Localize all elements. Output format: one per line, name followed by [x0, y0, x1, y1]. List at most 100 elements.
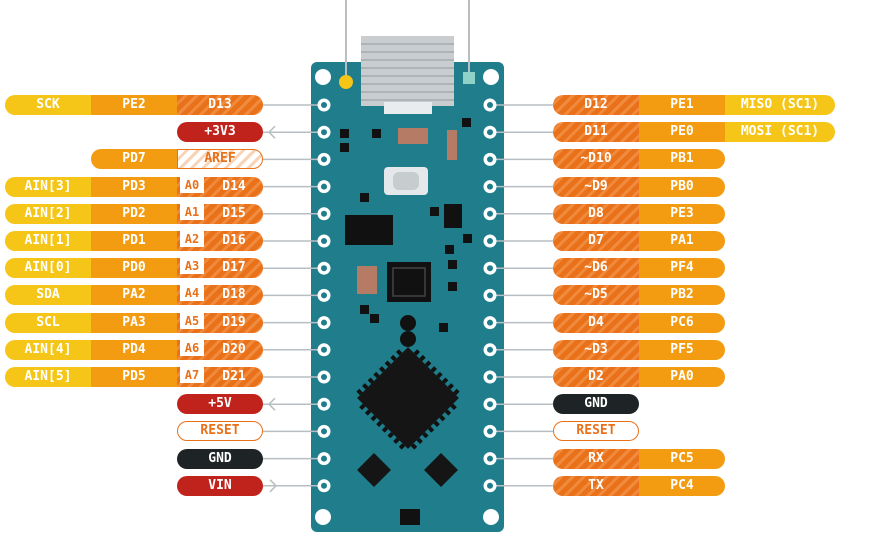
smd-component [372, 129, 381, 138]
bottom-component [400, 509, 420, 525]
digital-pin-label: D19 [222, 314, 246, 330]
ground-label: GND [553, 394, 639, 415]
regulator [444, 204, 462, 228]
pin-hole [487, 183, 493, 190]
smd-component [360, 305, 369, 314]
digital-pin-label: D4 [553, 312, 639, 333]
port-label: PE3 [639, 203, 725, 224]
func-label: AIN[0] [5, 258, 91, 279]
pin-hole [321, 265, 327, 272]
digital-pin-label: D7 [553, 231, 639, 251]
pin-hole [487, 292, 493, 299]
digital-pin-label: D2 [553, 367, 639, 387]
digital-pin-label: D15 [222, 205, 246, 221]
pin-hole [321, 183, 327, 190]
pin-hole [321, 292, 327, 299]
mcu-pin [422, 431, 429, 439]
mounting-hole [315, 509, 331, 525]
mcu-pin [413, 349, 421, 356]
pin-hole [321, 401, 327, 408]
func-label: AIN[1] [5, 231, 91, 251]
smd-component [463, 234, 472, 243]
pin-hole [487, 156, 493, 163]
func-label: SDA [5, 285, 91, 306]
smd-component [439, 323, 448, 332]
port-label: PF4 [639, 258, 725, 279]
mcu-pin [410, 443, 418, 450]
port-label: PB2 [639, 285, 725, 306]
digital-pin-label: ~D10 [553, 149, 639, 170]
digital-pin-label: ~D3 [553, 339, 639, 360]
smd-component [430, 207, 439, 216]
capacitor [447, 130, 457, 160]
mcu-pin [373, 371, 380, 379]
pin-hole [487, 374, 493, 380]
port-label: PD0 [91, 258, 177, 279]
port-label: PC6 [639, 312, 725, 333]
smd-component [340, 143, 349, 152]
mcu-pin [424, 360, 432, 367]
mcu-pin [381, 426, 389, 433]
digital-pin-label: ~D5 [553, 285, 639, 306]
port-label: PE0 [639, 122, 725, 143]
digital-pin-label: ~D6 [553, 258, 639, 279]
digital-pin-label: RX [553, 448, 639, 469]
mcu-pin [430, 366, 437, 373]
func-label: SCL [5, 312, 91, 333]
mcu-chip [357, 347, 459, 449]
aref-label: AREF [177, 149, 263, 170]
crypto-chip-outline [392, 267, 426, 297]
digital-pin-label: D20 [222, 341, 246, 357]
digital-pin-label: TX [553, 475, 639, 496]
mcu-pin [390, 354, 397, 362]
mcu-pin [387, 431, 394, 439]
analog-pin-label: A3 [180, 258, 204, 275]
pin-hole [321, 346, 327, 353]
digital-pin-label: D11 [553, 122, 639, 143]
mcu-pin [447, 383, 454, 390]
pin-hole [321, 210, 327, 217]
func-label: AIN[4] [5, 339, 91, 360]
port-label: PD1 [91, 231, 177, 251]
port-label: PE2 [91, 95, 177, 115]
port-label: PD2 [91, 203, 177, 224]
crystal [398, 128, 428, 144]
digital-pin-label: D16 [222, 233, 246, 248]
func-label: MISO (SC1) [725, 95, 835, 115]
func-label: AIN[5] [5, 367, 91, 387]
usb-connector-base [384, 102, 432, 114]
port-label: PD3 [91, 176, 177, 197]
mcu-pin [433, 420, 440, 427]
reset-button-cap [393, 172, 419, 190]
smd-component [448, 282, 457, 291]
smd-component [445, 245, 454, 254]
usb-connector [361, 36, 454, 106]
mcu-pin [450, 403, 457, 411]
power-pin-label: +3V3 [177, 122, 263, 143]
port-label: PC4 [639, 475, 725, 496]
digital-pin-label: ~D9 [553, 176, 639, 197]
fuse [400, 315, 416, 331]
mounting-hole [483, 69, 499, 85]
digital-pin-label: D13 [177, 95, 263, 115]
power-pin-label: VIN [177, 475, 263, 496]
pin-hole [321, 102, 327, 108]
mcu-pin [439, 414, 446, 422]
mcu-pin [379, 366, 386, 373]
arrow-out-icon [267, 397, 276, 411]
ground-label: GND [177, 448, 263, 469]
mcu-pin [367, 377, 375, 384]
mcu-pin [393, 437, 400, 444]
pin-hole [487, 482, 493, 489]
func-label: SCK [5, 95, 91, 115]
port-label: PE1 [639, 95, 725, 115]
reset-label: RESET [177, 421, 263, 442]
mcu-pin [427, 426, 435, 433]
analog-pin-label: A6 [180, 339, 204, 356]
mounting-hole [483, 509, 499, 525]
arrow-in-icon [269, 479, 278, 493]
port-label: PD5 [91, 367, 177, 387]
capacitor [357, 266, 377, 294]
power-pin-label: +5V [177, 394, 263, 415]
smd-component [370, 314, 379, 323]
